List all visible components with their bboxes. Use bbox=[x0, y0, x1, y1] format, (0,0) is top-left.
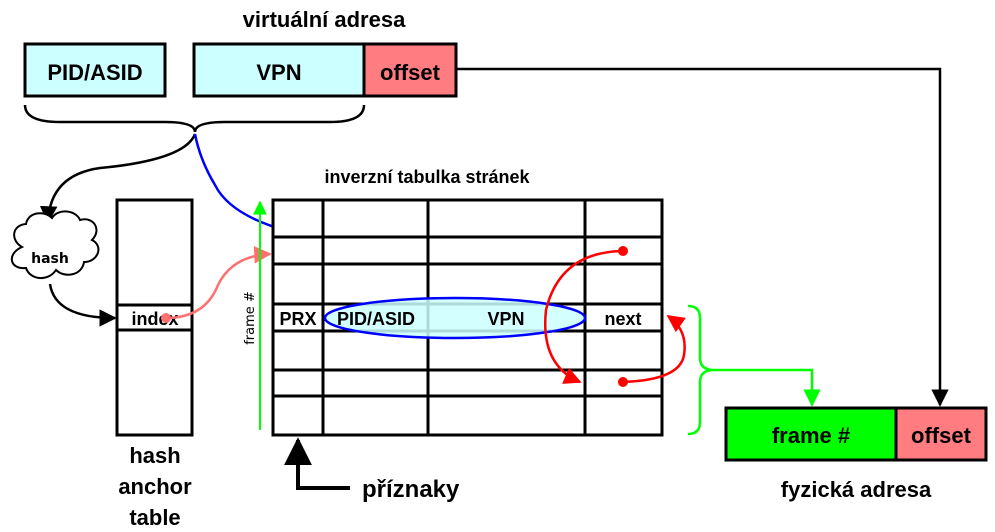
pid-asid-label: PID/ASID bbox=[47, 60, 142, 85]
next-cell: next bbox=[604, 309, 641, 329]
brace bbox=[23, 104, 366, 133]
chain-arrow-down bbox=[544, 249, 624, 384]
inverse-table-title: inverzní tabulka stránek bbox=[324, 167, 530, 187]
vpn-label: VPN bbox=[256, 60, 301, 85]
physical-frame-box bbox=[724, 406, 898, 462]
physical-address: frame # offset bbox=[724, 406, 988, 462]
physical-frame-label: frame # bbox=[772, 423, 850, 448]
flags-arrow bbox=[284, 437, 350, 490]
green-brace bbox=[687, 304, 715, 436]
virtual-offset-box bbox=[362, 42, 458, 98]
hash-cloud: hash bbox=[11, 210, 100, 279]
offset-arrow bbox=[456, 67, 949, 407]
hash-anchor-label-2: anchor bbox=[118, 474, 192, 499]
pid-asid-cell: PID/ASID bbox=[337, 309, 415, 329]
index-to-table-arrow bbox=[165, 246, 272, 320]
virtual-offset-label: offset bbox=[380, 60, 441, 85]
hash-cloud-label: hash bbox=[31, 251, 69, 267]
virtual-address: PID/ASID VPN offset bbox=[23, 42, 458, 98]
hash-anchor-label-3: table bbox=[129, 505, 180, 530]
brace-to-hash-arrow bbox=[39, 133, 197, 224]
physical-offset-label: offset bbox=[911, 423, 972, 448]
green-brace-arrow bbox=[714, 368, 821, 407]
frame-axis-label: frame # bbox=[243, 291, 258, 345]
hash-anchor-label-1: hash bbox=[129, 443, 180, 468]
pid-asid-box bbox=[23, 42, 167, 98]
flags-label: příznaky bbox=[362, 476, 460, 503]
pid-vpn-highlight bbox=[323, 296, 587, 340]
chain-arrow-up bbox=[622, 314, 686, 384]
prx-cell: PRX bbox=[279, 309, 316, 329]
vpn-cell: VPN bbox=[487, 309, 524, 329]
virtual-address-title: virtuální adresa bbox=[243, 7, 406, 32]
vpn-box bbox=[192, 42, 366, 98]
physical-offset-box bbox=[894, 406, 988, 462]
hash-anchor-table: index bbox=[115, 198, 194, 437]
physical-address-title: fyzická adresa bbox=[781, 477, 932, 502]
hash-to-index-arrow bbox=[48, 283, 117, 327]
